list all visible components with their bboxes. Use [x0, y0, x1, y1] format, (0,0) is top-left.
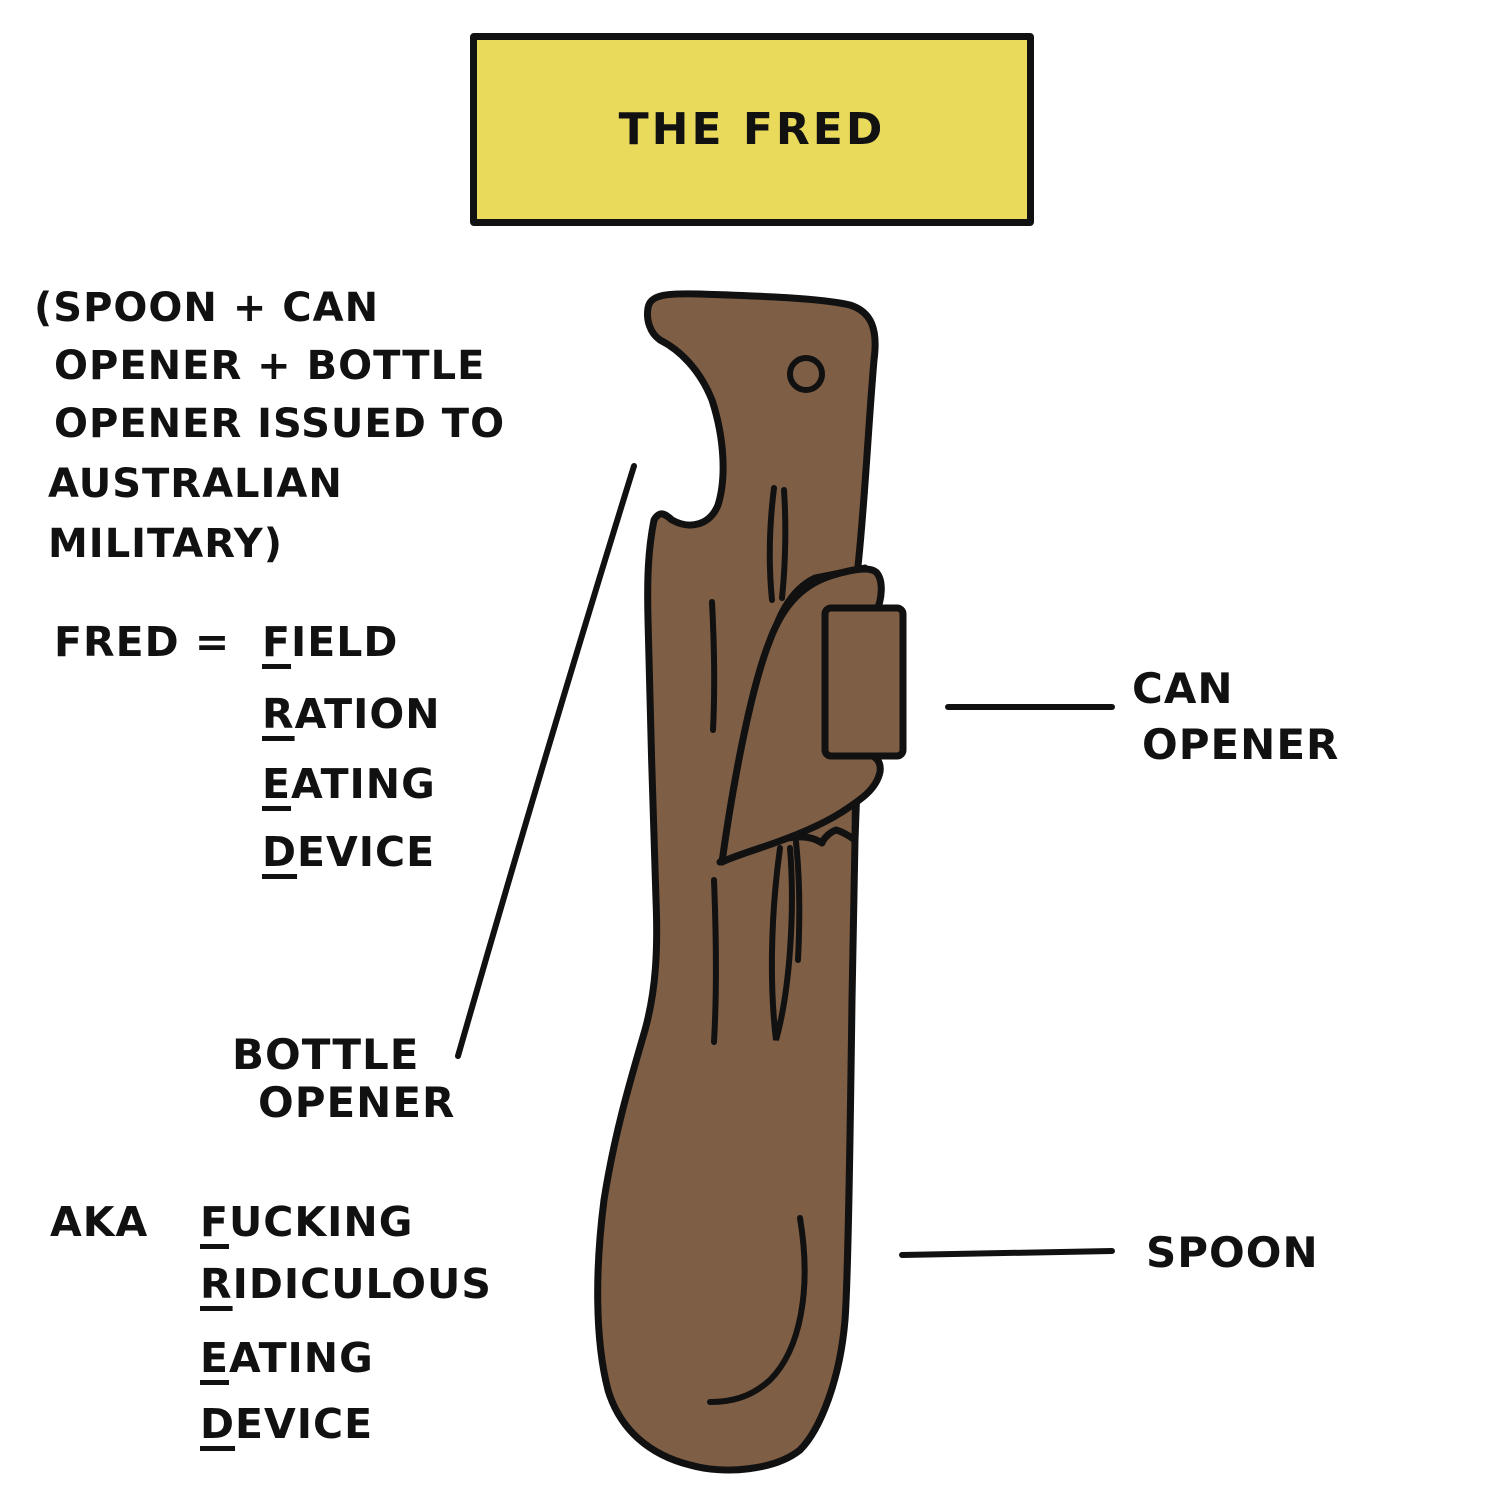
- ridge-center-lower-2: [796, 842, 799, 960]
- official-acronym-word-field: FIELD: [262, 622, 398, 663]
- acronym-rest: UCKING: [229, 1198, 413, 1246]
- description-line-2: OPENER + BOTTLE: [54, 346, 485, 386]
- official-acronym-word-ration: RATION: [262, 694, 441, 735]
- leader-line-bottle-opener: [458, 466, 634, 1056]
- description-line-4: AUSTRALIAN: [48, 464, 343, 504]
- acronym-initial: F: [200, 1198, 229, 1246]
- acronym-rest: ATING: [291, 760, 436, 808]
- callout-spoon: SPOON: [1146, 1232, 1319, 1274]
- acronym-initial: R: [262, 690, 295, 738]
- title-box: THE FRED: [470, 33, 1034, 226]
- acronym-initial: F: [262, 618, 291, 666]
- hanging-hole: [790, 358, 822, 390]
- fred-body: [598, 294, 875, 1470]
- acronym-initial: E: [262, 760, 291, 808]
- callout-can-opener-line-1: CAN: [1132, 668, 1233, 710]
- acronym-rest: IELD: [291, 618, 398, 666]
- description-line-3: OPENER ISSUED TO: [54, 404, 505, 444]
- acronym-rest: EVICE: [297, 828, 435, 876]
- description-line-1: (SPOON + CAN: [34, 288, 379, 328]
- diagram-title: THE FRED: [619, 104, 886, 155]
- unofficial-acronym-prefix: AKA: [50, 1202, 148, 1243]
- ridge-left-lower: [714, 880, 716, 1042]
- description-line-5: MILITARY): [48, 524, 283, 564]
- acronym-rest: IDICULOUS: [233, 1260, 492, 1308]
- acronym-rest: ATING: [229, 1334, 374, 1382]
- unofficial-acronym-word-ridiculous: RIDICULOUS: [200, 1264, 492, 1305]
- ridge-left-upper: [712, 602, 714, 730]
- ridge-upper-2: [782, 490, 785, 598]
- acronym-rest: EVICE: [235, 1400, 373, 1448]
- unofficial-acronym-word-fucking: FUCKING: [200, 1202, 413, 1243]
- acronym-rest: ATION: [295, 690, 441, 738]
- acronym-initial: R: [200, 1260, 233, 1308]
- official-acronym-prefix: FRED =: [54, 622, 230, 663]
- acronym-initial: D: [262, 828, 297, 876]
- can-opener-blade: [825, 608, 903, 756]
- unofficial-acronym-word-eating: EATING: [200, 1338, 374, 1379]
- official-acronym-word-eating: EATING: [262, 764, 436, 805]
- callout-bottle-opener-line-1: BOTTLE: [232, 1034, 419, 1076]
- official-acronym-word-device: DEVICE: [262, 832, 435, 873]
- leader-line-spoon: [902, 1251, 1112, 1255]
- acronym-initial: D: [200, 1400, 235, 1448]
- callout-bottle-opener-line-2: OPENER: [258, 1082, 455, 1124]
- callout-can-opener-line-2: OPENER: [1142, 724, 1339, 766]
- acronym-initial: E: [200, 1334, 229, 1382]
- unofficial-acronym-word-device: DEVICE: [200, 1404, 373, 1445]
